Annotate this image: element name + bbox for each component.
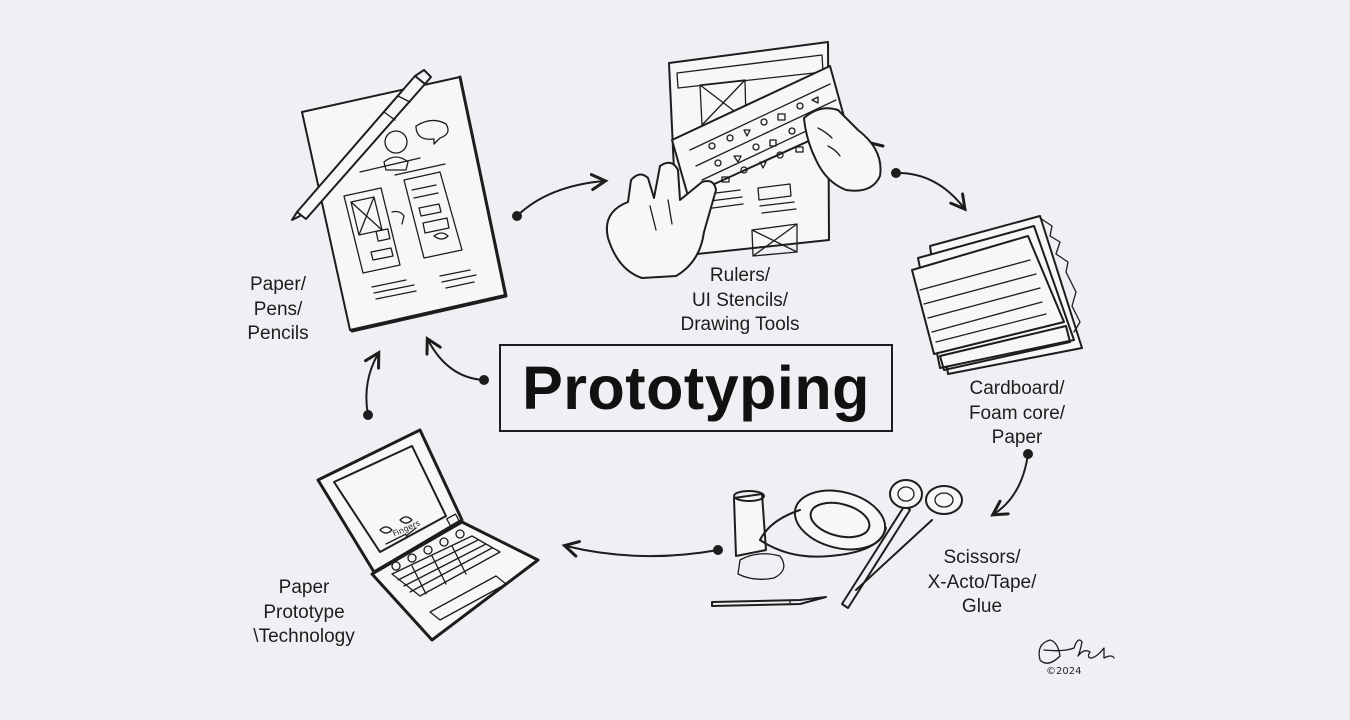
cardboard-sketch: [912, 216, 1082, 374]
label-line: UI Stencils/: [660, 289, 820, 314]
label-line: Drawing Tools: [660, 313, 820, 338]
copyright-text: ©2024: [1046, 666, 1081, 677]
label-line: X-Acto/Tape/: [912, 571, 1052, 596]
label-line: Rulers/: [660, 264, 820, 289]
label-line: Pens/: [224, 298, 332, 323]
label-line: Pencils: [224, 322, 332, 347]
label-line: Glue: [912, 595, 1052, 620]
diagram-title: Prototyping: [522, 353, 870, 423]
label-cardboard: Cardboard/ Foam core/ Paper: [950, 377, 1084, 451]
label-line: Paper: [236, 576, 372, 601]
label-line: Paper: [950, 426, 1084, 451]
title-box: Prototyping: [499, 344, 893, 432]
label-line: Cardboard/: [950, 377, 1084, 402]
label-paper-pens-pencils: Paper/ Pens/ Pencils: [224, 273, 332, 347]
label-line: Foam core/: [950, 402, 1084, 427]
label-rulers-stencils: Rulers/ UI Stencils/ Drawing Tools: [660, 264, 820, 338]
label-line: Paper/: [224, 273, 332, 298]
label-line: \Technology: [236, 625, 372, 650]
signature-mark: [1039, 640, 1114, 663]
label-scissors: Scissors/ X-Acto/Tape/ Glue: [912, 546, 1052, 620]
label-line: Scissors/: [912, 546, 1052, 571]
label-paper-prototype-technology: Paper Prototype \Technology: [236, 576, 372, 650]
label-line: Prototype: [236, 601, 372, 626]
stencil-sketch: [607, 42, 883, 278]
